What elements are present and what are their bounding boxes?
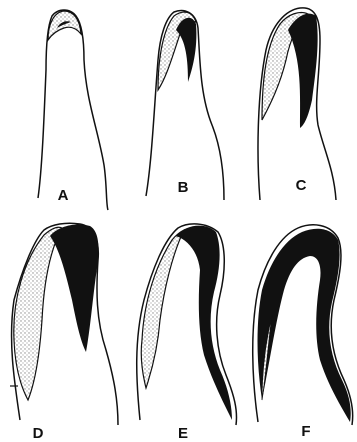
panel-f: F — [253, 225, 353, 440]
panel-a: A — [38, 10, 108, 210]
panel-b-label: B — [178, 179, 189, 196]
panel-e-label: E — [178, 425, 188, 442]
panel-f-label: F — [301, 423, 310, 440]
panel-a-label: A — [58, 187, 69, 204]
panel-d-stippled-layer — [14, 227, 62, 400]
panel-d-label: D — [33, 425, 44, 442]
panel-f-dark-layer — [258, 229, 351, 422]
panel-b: B — [146, 11, 224, 200]
panel-d: D — [10, 223, 118, 442]
panel-e-stippled-layer — [141, 230, 184, 388]
panel-c-dark-layer — [288, 14, 318, 128]
panel-e: E — [137, 224, 237, 442]
panel-b-dark-layer — [176, 18, 196, 82]
panel-c: C — [258, 8, 336, 200]
panel-c-label: C — [296, 177, 307, 194]
panel-d-dark-layer — [50, 224, 98, 352]
